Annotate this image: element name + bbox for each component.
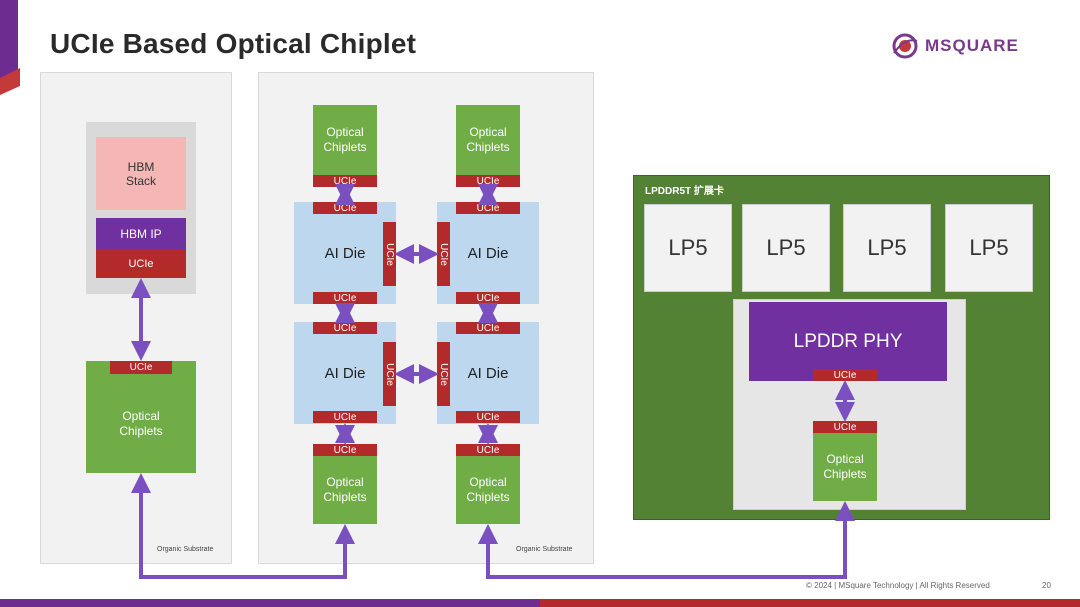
lp5-chip-1: LP5 xyxy=(644,204,732,292)
left-optical-ucie: UCIe xyxy=(110,361,172,374)
ucie-die-tl-top: UCIe xyxy=(313,202,377,214)
hbm-ucie-block: UCIe xyxy=(96,250,186,278)
lp5-chip-4: LP5 xyxy=(945,204,1033,292)
ucie-die-tr-top: UCIe xyxy=(456,202,520,214)
die-to-die-links xyxy=(131,184,855,579)
ai-die-top-right: AI Die xyxy=(437,202,539,304)
optical-fiber-left xyxy=(131,473,355,579)
ucie-die-bl-bottom: UCIe xyxy=(313,411,377,423)
ucie-die-bl-top: UCIe xyxy=(313,322,377,334)
ai-die-bottom-left: AI Die xyxy=(294,322,396,424)
ucie-die-tr-bottom: UCIe xyxy=(456,292,520,304)
ucie-top-right-optical: UCIe xyxy=(456,175,520,187)
ucie-right-optical: UCIe xyxy=(813,421,877,433)
ai-die-top-left: AI Die xyxy=(294,202,396,304)
lpddr-phy-block: LPDDR PHY xyxy=(749,302,947,381)
ucie-die-tl-bottom: UCIe xyxy=(313,292,377,304)
company-logo: MSQUARE xyxy=(890,32,1050,60)
ucie-die-br-left: UCIe xyxy=(437,342,450,406)
ucie-bottom-right-optical: UCIe xyxy=(456,444,520,456)
ucie-die-tr-left: UCIe xyxy=(437,222,450,286)
optical-chiplets-top-left: Optical Chiplets xyxy=(313,105,377,175)
hbm-ip-block: HBM IP xyxy=(96,218,186,250)
left-optical-chiplets: Optical Chiplets xyxy=(86,361,196,473)
bottom-accent-bar xyxy=(0,599,1080,607)
hbm-stack-block: HBM Stack xyxy=(96,137,186,210)
ucie-die-br-top: UCIe xyxy=(456,322,520,334)
page-number: 20 xyxy=(1042,581,1051,590)
footer-copyright: © 2024 | MSquare Technology | All Rights… xyxy=(806,581,990,590)
ucie-die-tl-right: UCIe xyxy=(383,222,396,286)
optical-fiber-right xyxy=(478,501,855,579)
lp5-chip-2: LP5 xyxy=(742,204,830,292)
ai-die-bottom-right: AI Die xyxy=(437,322,539,424)
logo-text: MSQUARE xyxy=(925,36,1019,55)
ucie-bottom-left-optical: UCIe xyxy=(313,444,377,456)
left-substrate-label: Organic Substrate xyxy=(157,546,214,553)
corner-accent xyxy=(0,0,20,95)
right-optical-chiplets: Optical Chiplets xyxy=(813,433,877,501)
logo-mark-icon xyxy=(892,33,918,59)
lp5-chip-3: LP5 xyxy=(843,204,931,292)
ucie-top-left-optical: UCIe xyxy=(313,175,377,187)
middle-substrate-label: Organic Substrate xyxy=(516,546,573,553)
ucie-die-br-bottom: UCIe xyxy=(456,411,520,423)
ucie-die-bl-right: UCIe xyxy=(383,342,396,406)
optical-chiplets-top-right: Optical Chiplets xyxy=(456,105,520,175)
page-title: UCIe Based Optical Chiplet xyxy=(50,28,417,59)
expansion-card-title: LPDDR5T 扩展卡 xyxy=(645,186,724,197)
ucie-phy: UCIe xyxy=(813,369,877,381)
